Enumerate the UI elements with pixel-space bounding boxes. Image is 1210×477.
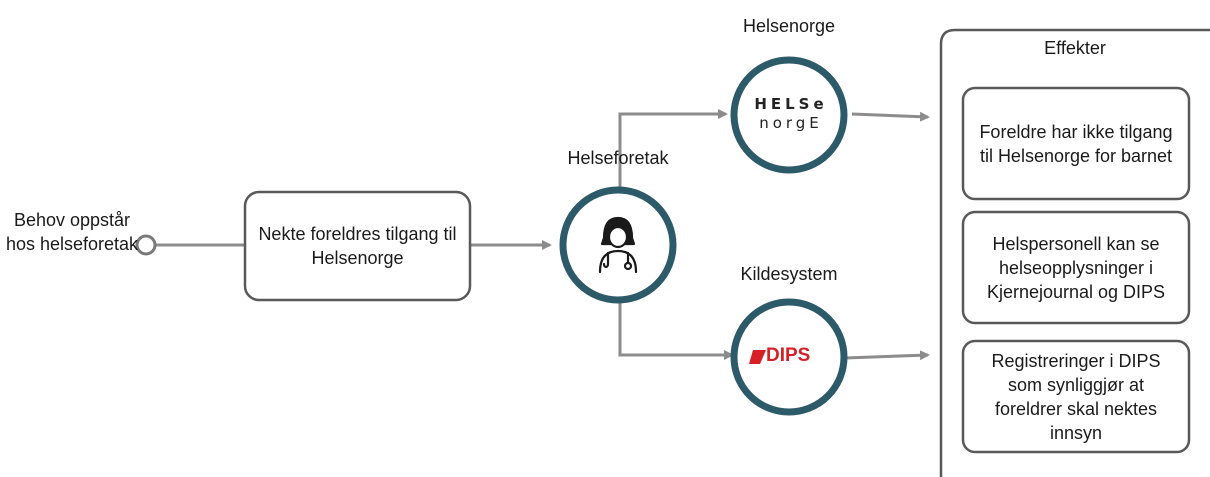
arrow-helsenorge-to-effects xyxy=(851,111,930,122)
dips-logo: DIPS xyxy=(766,345,811,366)
arrow-helseforetak-to-helsenorge xyxy=(618,109,728,190)
effect-box-2 xyxy=(961,210,1191,325)
effects-title: Effekter xyxy=(1044,38,1106,58)
helsenorge-label: Helsenorge xyxy=(742,16,836,36)
effects-container xyxy=(939,28,1210,477)
task-label: Nekte foreldres tilgang til Helsenorge xyxy=(258,224,457,268)
arrow-kildesystem-to-effects xyxy=(844,350,930,361)
helsenorge-logo: HELSe norgE xyxy=(744,95,838,133)
effect-item-1: Foreldre har ikke tilgang til Helsenorge… xyxy=(979,121,1173,166)
doctor-icon xyxy=(598,216,638,274)
effect-box-1 xyxy=(961,86,1191,201)
start-event-label: Behov oppstår hos helseforetak xyxy=(5,210,139,254)
helsenorge-logo-line1: HELSe xyxy=(754,95,828,113)
arrow-helseforetak-to-kildesystem xyxy=(618,300,734,360)
effect-box-3 xyxy=(961,339,1191,454)
helseforetak-label: Helseforetak xyxy=(567,148,669,168)
kildesystem-label: Kildesystem xyxy=(740,264,838,284)
helsenorge-circle xyxy=(730,56,848,174)
task-box xyxy=(243,190,472,302)
helsenorge-logo-line2: norgE xyxy=(759,114,823,132)
effect-item-3: Registreringer i DIPS som synliggjør at … xyxy=(991,350,1161,443)
kildesystem-circle xyxy=(730,298,848,416)
effect-item-2: Helspersonell kan se helseopplysninger i… xyxy=(986,233,1166,302)
start-event-circle xyxy=(135,234,157,256)
dips-swoosh-icon xyxy=(749,350,766,364)
